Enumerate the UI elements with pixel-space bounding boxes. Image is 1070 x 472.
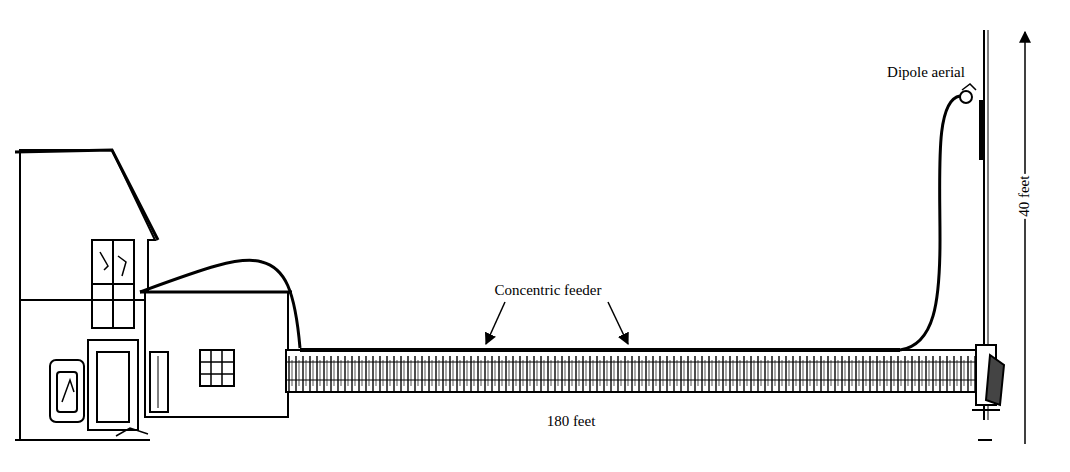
house: [15, 150, 158, 440]
feeder-label: Concentric feeder: [492, 282, 603, 299]
feeder-leaders: [486, 302, 628, 344]
aerial-label: Dipole aerial: [885, 64, 967, 81]
height-dimension-label: 40 feet: [1017, 173, 1034, 218]
length-dimension: 180 feet: [545, 413, 598, 430]
mast: [960, 30, 1004, 440]
annex-building: [140, 292, 292, 417]
height-dimension: [1025, 32, 1026, 444]
wall: [286, 350, 986, 392]
feeder-cable: [140, 96, 960, 350]
